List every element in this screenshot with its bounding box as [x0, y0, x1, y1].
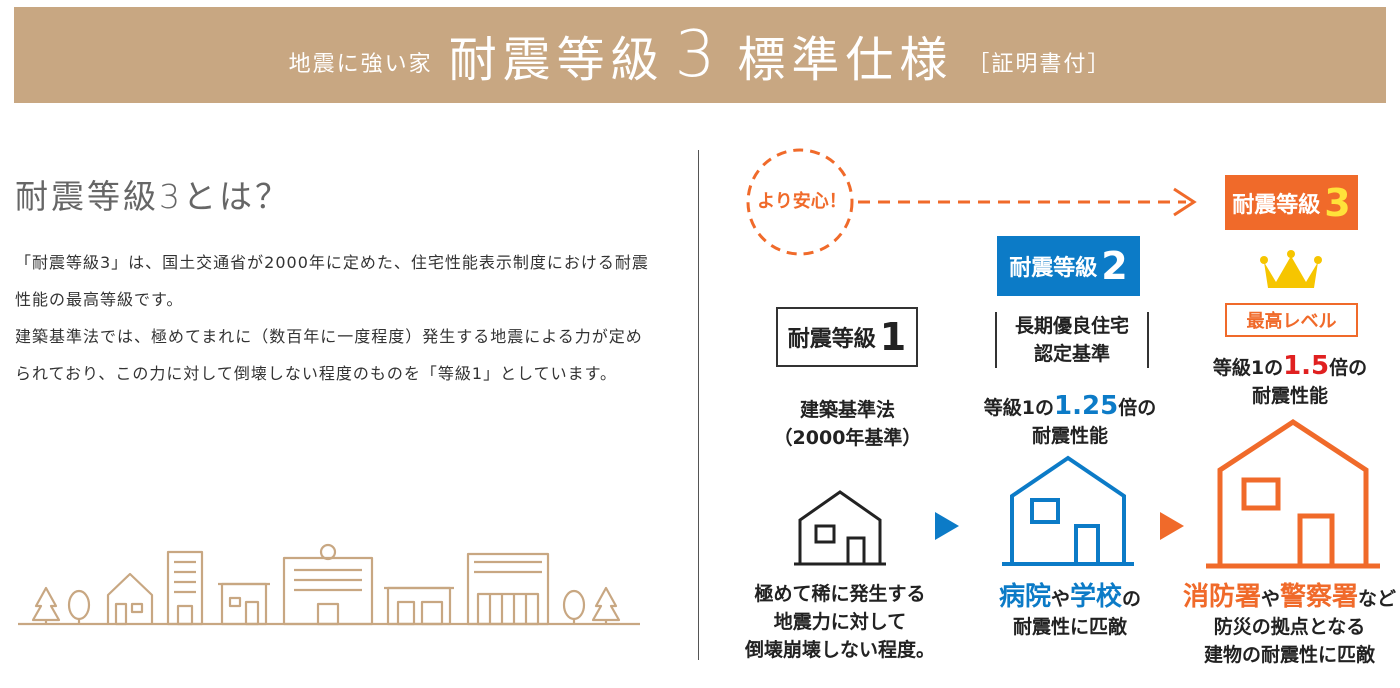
grade2-desc: 病院や学校の 耐震性に匹敵 — [975, 583, 1165, 641]
banner-grade: 3 — [674, 18, 716, 92]
grade3-multiplier: 等級1の1.5倍の 耐震性能 — [1200, 352, 1380, 410]
grade2-multiplier: 等級1の1.25倍の 耐震性能 — [970, 392, 1170, 450]
grade3-badge: 耐震等級 3 — [1225, 175, 1358, 230]
title-banner: 地震に強い家 耐震等級 3 標準仕様 ［証明書付］ — [14, 7, 1386, 103]
grade1-desc1: 極めて稀に発生する — [754, 583, 926, 605]
safer-arrow — [746, 148, 1197, 256]
house-icon-grade1 — [794, 490, 886, 566]
grade1-desc3: 倒壊崩壊しない程度。 — [744, 639, 935, 661]
grade1-sub1: 建築基準法 — [799, 399, 895, 421]
grade3-desc-c: 警察署 — [1280, 582, 1359, 612]
grade2-cert: 長期優良住宅 認定基準 — [995, 312, 1149, 368]
crown-icon — [1260, 250, 1322, 288]
grade1-standard: 建築基準法 （2000年基準） — [760, 396, 935, 452]
grade2-mult: 1.25 — [1054, 391, 1119, 421]
arrow-right-icon — [935, 512, 959, 540]
grade2-badge: 耐震等級 2 — [997, 236, 1140, 296]
grade3-mult-post: 倍の — [1329, 357, 1368, 379]
grade3-num: 3 — [1324, 180, 1351, 225]
section-paragraph: 「耐震等級3」は、国土交通省が2000年に定めた、住宅性能表示制度における耐震性… — [15, 244, 655, 392]
grade1-label: 耐震等級 — [787, 327, 876, 352]
banner-title: 耐震等級 — [448, 32, 665, 88]
grade2-desc-d: の — [1122, 588, 1142, 610]
grade1-badge: 耐震等級 1 — [776, 307, 918, 367]
grade1-desc: 極めて稀に発生する 地震力に対して 倒壊崩壊しない程度。 — [735, 580, 945, 664]
paragraph-1: 「耐震等級3」は、国土交通省が2000年に定めた、住宅性能表示制度における耐震性… — [15, 253, 649, 309]
grade3-desc-a: 消防署 — [1182, 582, 1261, 612]
grade3-desc-d: など — [1358, 588, 1397, 610]
safer-label: より安心！ — [757, 191, 847, 212]
grade1-desc2: 地震力に対して — [773, 611, 907, 633]
section-heading: 耐震等級3とは？ — [15, 177, 291, 216]
grade3-mult: 1.5 — [1283, 351, 1330, 381]
banner-suffix: 標準仕様 — [737, 32, 954, 88]
town-illustration — [18, 543, 640, 626]
grade2-desc-b: や — [1050, 588, 1070, 610]
arrow-right-icon-2 — [1160, 512, 1184, 540]
grade1-num: 1 — [879, 315, 907, 359]
paragraph-2: 建築基準法では、極めてまれに（数百年に一度程度）発生する地震による力が定められて… — [15, 327, 643, 383]
grade3-desc: 消防署や警察署など 防災の拠点となる 建物の耐震性に匹敵 — [1182, 583, 1397, 669]
grade2-label: 耐震等級 — [1009, 256, 1098, 281]
top-level-badge: 最高レベル — [1225, 303, 1358, 337]
grade2-desc2: 耐震性に匹敵 — [1012, 616, 1127, 638]
banner-note: ［証明書付］ — [967, 52, 1112, 77]
grade2-mult-post: 倍の — [1118, 397, 1157, 419]
banner-prefix: 地震に強い家 — [288, 52, 433, 77]
house-icon-grade2 — [1002, 455, 1134, 566]
grade3-desc3: 建物の耐震性に匹敵 — [1203, 644, 1375, 666]
grade2-perf: 耐震性能 — [1031, 425, 1108, 447]
grade3-desc-b: や — [1260, 588, 1280, 610]
grade2-cert2: 認定基準 — [1033, 343, 1110, 365]
house-icon-grade3 — [1206, 419, 1380, 569]
grade2-mult-pre: 等級1の — [983, 397, 1055, 419]
grade3-desc2: 防災の拠点となる — [1213, 616, 1366, 638]
grade1-sub2: （2000年基準） — [773, 427, 922, 449]
grade2-desc-c: 学校 — [1070, 582, 1123, 612]
grade2-cert1: 長期優良住宅 — [1014, 315, 1129, 337]
vertical-divider — [698, 150, 699, 660]
grade3-label: 耐震等級 — [1232, 192, 1321, 218]
grade3-mult-pre: 等級1の — [1212, 357, 1284, 379]
grade2-desc-a: 病院 — [998, 582, 1051, 612]
grade3-perf: 耐震性能 — [1251, 385, 1328, 407]
grade2-num: 2 — [1101, 244, 1128, 288]
